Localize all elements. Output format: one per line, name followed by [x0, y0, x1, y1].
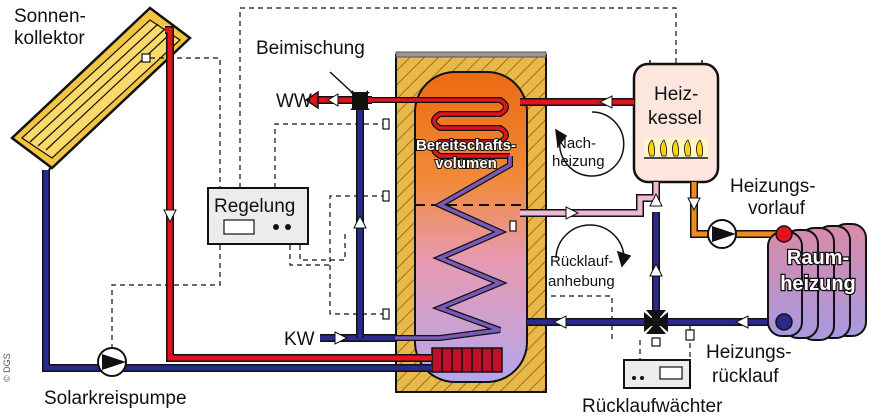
solar-flow-pipe [165, 26, 432, 362]
boiler [632, 60, 720, 184]
return-raise-circulation-icon [555, 224, 632, 268]
label-ww: WW [276, 91, 312, 112]
label-reheat-1: Nach- [556, 135, 596, 152]
label-solar-pump: Solarkreispumpe [44, 388, 187, 409]
return-valve-icon [644, 310, 668, 334]
controller-display [223, 219, 255, 235]
label-collector-1: Sonnen- [14, 6, 86, 27]
label-standby-2: volumen [435, 155, 497, 172]
solar-return-pipe [42, 170, 432, 372]
label-return-2: rücklauf [712, 366, 779, 387]
return-monitor-device [623, 359, 691, 389]
collector-sensor-icon [141, 53, 151, 63]
controller-box [207, 187, 309, 245]
radiator [767, 223, 867, 341]
label-controller: Regelung [214, 196, 295, 217]
label-supply-2: vorlauf [748, 198, 806, 219]
label-collector-2: kollektor [14, 28, 85, 49]
label-return-monitor: Rücklaufwächter [582, 396, 723, 417]
copyright-text: © DGS [2, 353, 12, 382]
solar-coil [431, 347, 503, 373]
return-raise-pipe [520, 182, 660, 217]
solar-pump-icon [97, 347, 127, 377]
label-standby-1: Bereitschafts- [416, 137, 516, 154]
label-return-raise-2: anhebung [548, 273, 615, 290]
label-return-raise-1: Rücklauf- [550, 253, 613, 270]
ww-arrow-icon [304, 90, 319, 110]
tank-sensors [382, 118, 517, 320]
solar-collector [10, 6, 192, 181]
label-mixing: Beimischung [256, 38, 365, 59]
label-supply-1: Heizungs- [730, 176, 816, 197]
label-boiler-1: Heiz- [654, 84, 698, 105]
label-boiler-2: kessel [648, 108, 702, 129]
reheat-circulation-icon [555, 111, 625, 177]
label-reheat-2: heizung [552, 153, 605, 170]
label-room-2: heizung [780, 273, 856, 295]
label-return-1: Heizungs- [706, 342, 792, 363]
label-kw: KW [284, 329, 315, 350]
flow-arrow-icon [163, 209, 177, 224]
heating-pump-icon [707, 219, 737, 249]
label-room-1: Raum- [787, 247, 849, 269]
